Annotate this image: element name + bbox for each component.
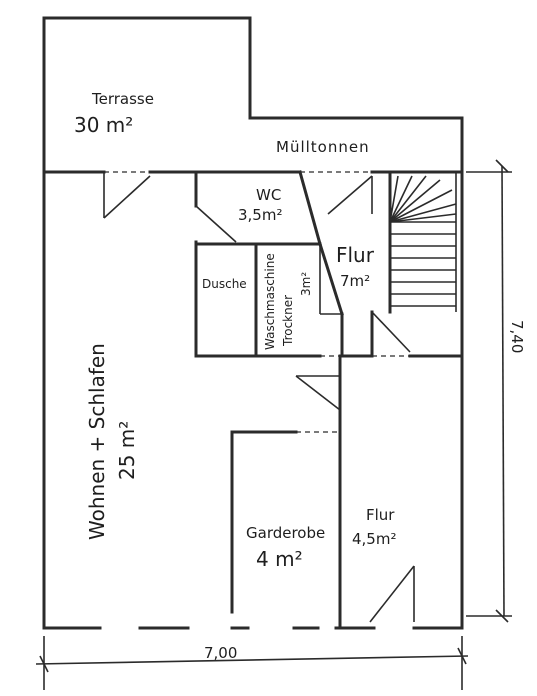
muelltonnen-label: Mülltonnen [276, 138, 370, 156]
staircase [389, 172, 457, 312]
interior-walls [194, 170, 464, 630]
flur-bottom-label: Flur [366, 506, 395, 524]
terrasse-area: 30 m² [74, 113, 133, 137]
door-swings [103, 172, 415, 623]
width-dimension: 7,00 [204, 644, 237, 662]
height-dimension: 7,40 [508, 320, 526, 353]
wasch-line1: Waschmaschine [263, 253, 277, 350]
terrasse-label: Terrasse [91, 90, 154, 108]
wasch-line2: Trockner [281, 295, 295, 347]
dusche-label: Dusche [202, 277, 247, 291]
wasch-area: 3m² [299, 272, 313, 296]
wohnen-label: Wohnen + Schlafen [85, 343, 109, 540]
garderobe-area: 4 m² [256, 547, 303, 571]
wohnen-area: 25 m² [115, 421, 139, 480]
dimension-labels: 7,00 7,40 [204, 320, 526, 662]
flur-bottom-area: 4,5m² [352, 530, 396, 548]
terrace-walls [42, 16, 464, 174]
wc-label: WC [256, 186, 281, 204]
flur-top-label: Flur [336, 243, 375, 267]
dimension-lines [35, 159, 512, 690]
room-labels: Terrasse 30 m² Mülltonnen WC 3,5m² Flur … [74, 90, 396, 571]
flur-top-area: 7m² [340, 272, 370, 290]
outer-walls [42, 170, 464, 630]
garderobe-label: Garderobe [246, 524, 325, 542]
wc-area: 3,5m² [238, 206, 282, 224]
